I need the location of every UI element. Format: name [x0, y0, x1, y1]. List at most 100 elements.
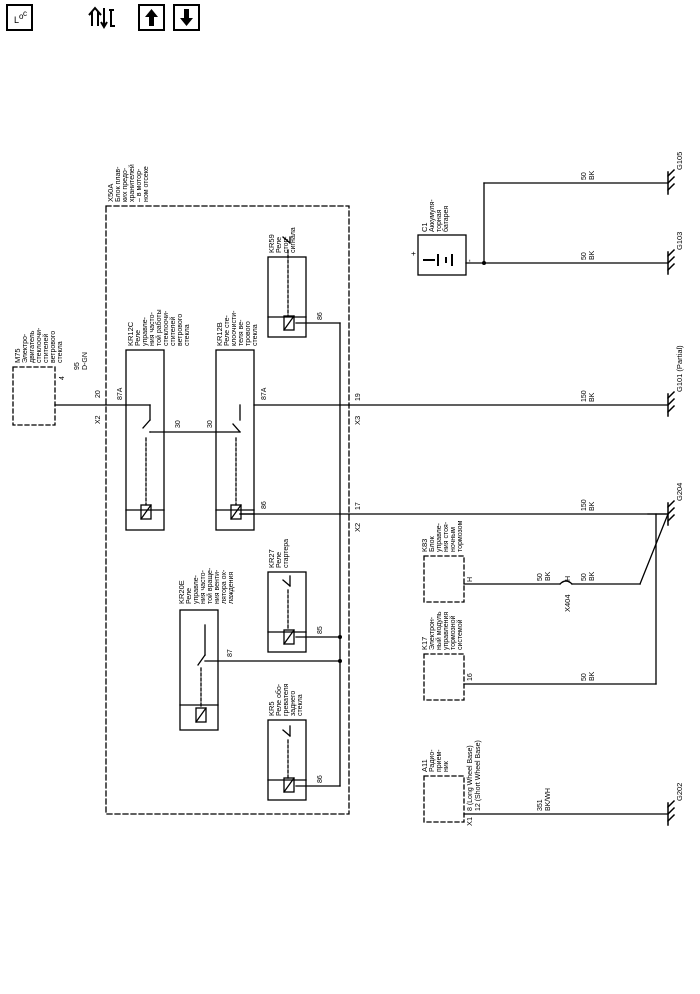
- kr59-desc-line-1: Реле: [276, 237, 283, 253]
- kr5-desc-line-1: Реле обо-: [275, 683, 283, 716]
- navigate-icon: [88, 6, 115, 29]
- x3-pin-19: 19: [355, 393, 362, 401]
- kr12c-desc-line-8: стекла: [184, 324, 191, 346]
- kr5-desc-line-2: гревателя: [283, 683, 290, 716]
- ground-g204-icon: [666, 499, 676, 526]
- next-page-button[interactable]: [173, 4, 200, 31]
- kr20e-desc-line-7: лаждения: [228, 572, 235, 604]
- k17-desc-line-5: системой: [456, 619, 464, 650]
- arrow-down-icon: [180, 9, 193, 26]
- k17-pin-16: 16: [467, 673, 474, 681]
- k83-desc-line-2: управле-: [436, 522, 443, 552]
- k83-desc-line-5: тормозом: [457, 520, 464, 552]
- ground-g103-label: G103: [675, 232, 684, 250]
- battery-c1: [417, 234, 467, 276]
- kr20e-ref: KR20E: [177, 580, 186, 604]
- wire-w7-circuit: 50: [581, 673, 588, 681]
- fuse-block-desc-line-1: Блок плав-: [115, 166, 122, 202]
- battery-minus: -: [465, 259, 474, 262]
- kr20e-desc-line-1: Реле: [186, 588, 193, 604]
- kr12c-desc-line-3: ния часто-: [149, 311, 156, 346]
- x2-connector-right: X2: [353, 523, 362, 532]
- kr20e-desc-line-6: лятора ох-: [221, 569, 228, 604]
- kr12c-pin-87a: 87A: [117, 387, 124, 400]
- kr12b-desc-line-1: Реле сте-: [224, 315, 231, 346]
- a11-pin-12: 12 (Short Wheel Base): [475, 740, 482, 811]
- fuse-block-ref: X50A: [106, 184, 115, 202]
- wiper-motor-circuit: 95: [74, 362, 81, 370]
- k83-desc-line-3: ния стоя-: [443, 521, 450, 552]
- ground-g202-label: G202: [675, 783, 684, 801]
- relay-kr5: [267, 719, 307, 801]
- ground-g101-icon: [666, 390, 676, 417]
- x2-pin-17: 17: [355, 502, 362, 510]
- battery-plus: +: [409, 251, 418, 256]
- kr20e-desc-line-4: той враще-: [206, 567, 214, 604]
- kr12c-desc-line-5: стеклоочи-: [163, 310, 170, 346]
- x2-pin-20: 20: [95, 390, 102, 398]
- fuse-block-desc-line-4: – в мотор-: [136, 168, 143, 202]
- a11-pin-8: 8 (Long Wheel Base): [467, 745, 474, 811]
- kr27-desc-line-2: стартера: [283, 539, 290, 568]
- a11-desc-line-3: ник: [443, 760, 450, 772]
- wire-w1-circuit: 50: [581, 172, 588, 180]
- kr12c-desc-line-1: Реле: [135, 330, 142, 346]
- relay-kr20e: [179, 609, 219, 731]
- k83-desc-line-4: ночным: [450, 527, 457, 552]
- x1-connector: X1: [465, 817, 474, 826]
- k83-desc-line-1: Блок: [429, 535, 436, 552]
- svg-text:c: c: [23, 9, 27, 18]
- battery-desc-line-3: батарея: [442, 206, 450, 232]
- fuse-block-boundary: [105, 205, 350, 815]
- relay-kr12c: [125, 349, 165, 531]
- x404-connector: X404: [563, 594, 572, 612]
- kr12c-desc-line-2: управле-: [142, 316, 149, 346]
- kr12c-desc-line-6: стителей: [169, 317, 177, 346]
- wire-w2-circuit: 50: [581, 252, 588, 260]
- kr12c-pin-30: 30: [175, 420, 182, 428]
- battery-ref: C1: [420, 222, 429, 232]
- wire-w6-circuit: 50: [581, 573, 588, 581]
- wire-w6-color: BK: [589, 571, 596, 581]
- relay-kr59: [267, 256, 307, 338]
- x404-pin-h: H: [565, 576, 572, 581]
- legend-button[interactable]: L o c: [6, 4, 33, 31]
- k83-ref: K83: [420, 539, 429, 552]
- kr12c-desc-line-4: той работы: [155, 309, 163, 346]
- relay-kr27: [267, 571, 307, 653]
- wiper-motor-desc-line-5: ветрового: [50, 331, 57, 363]
- a11-ref: A11: [420, 759, 429, 772]
- wire-w5-circuit: 50: [537, 573, 544, 581]
- kr12b-ref: KR12B: [215, 322, 224, 346]
- battery-desc-line-1: Аккумуля-: [429, 199, 436, 232]
- fuse-block-desc-line-2: ких предо-: [122, 167, 129, 202]
- battery-desc-line-2: торная: [436, 209, 443, 232]
- k17-desc-line-4: тормозной: [449, 615, 457, 650]
- kr12b-pin-87a: 87A: [261, 387, 268, 400]
- kr12b-desc-line-3: теля ве-: [238, 319, 245, 346]
- kr5-ref: KR5: [267, 701, 276, 716]
- kr5-desc-line-3: заднего: [290, 691, 297, 716]
- svg-text:L: L: [14, 15, 19, 25]
- wiper-motor-box: [12, 366, 56, 426]
- ground-g204-label: G204: [675, 483, 684, 501]
- kr12c-desc-line-7: ветрового: [177, 314, 184, 346]
- fuse-block-desc-line-5: ном отсеке: [143, 166, 150, 202]
- ground-g101-label: G101 (Partial): [675, 345, 684, 392]
- navigate-button[interactable]: [87, 4, 117, 32]
- wire-w5-color: BK: [545, 571, 552, 581]
- k17-desc-line-1: Электрон-: [429, 616, 436, 650]
- wire-w9-circuit: 351: [537, 799, 544, 811]
- previous-page-button[interactable]: [138, 4, 165, 31]
- kr12b-desc-line-2: клоочисти-: [231, 310, 238, 346]
- wire-w9-color: BK/WH: [545, 788, 552, 811]
- kr5-desc-line-4: стекла: [297, 694, 304, 716]
- kr59-pin-86: 86: [317, 312, 324, 320]
- kr59-desc-line-2: стоп-: [283, 236, 290, 253]
- wiper-motor-ref: M75: [13, 348, 22, 363]
- ground-symbols: [666, 168, 676, 826]
- wire-w4-color: BK: [589, 501, 596, 511]
- kr12c-ref: KR12C: [126, 321, 135, 346]
- kr5-pin-86: 86: [317, 775, 324, 783]
- wiper-motor-desc-line-1: Электро-: [22, 333, 29, 363]
